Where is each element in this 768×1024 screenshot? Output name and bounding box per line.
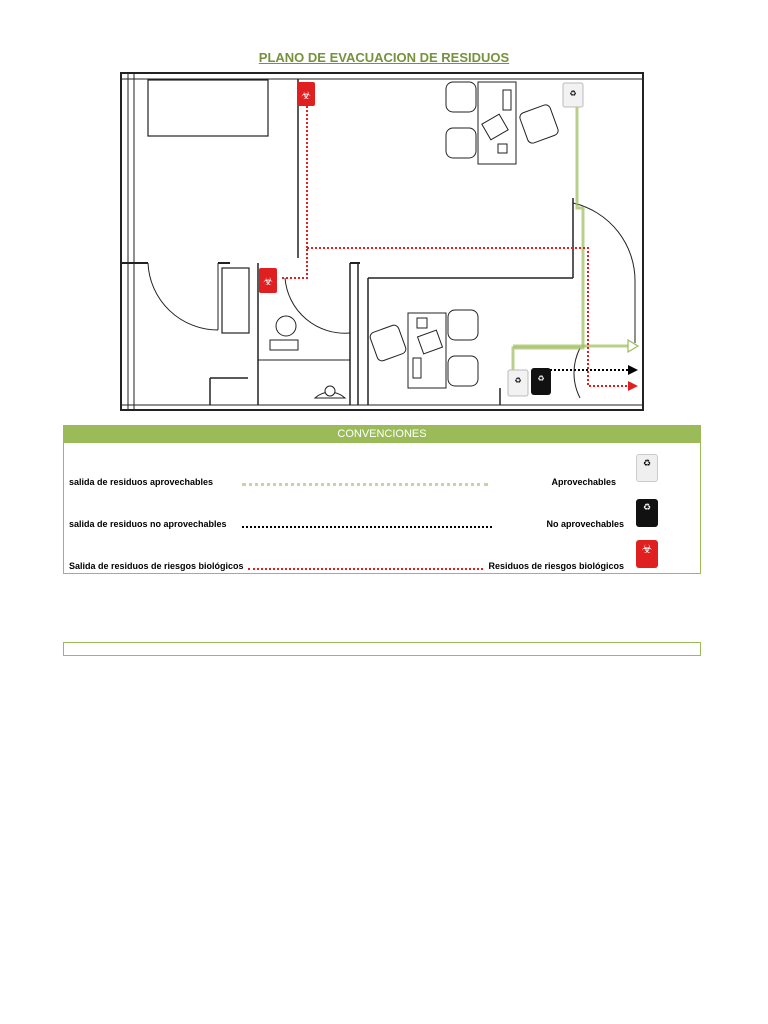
biohazard-bin-red-icon: ☣: [636, 540, 658, 568]
route-line-green: [242, 483, 488, 486]
legend-row-aprovechables: salida de residuos aprovechables Aprovec…: [64, 454, 700, 504]
svg-text:☣: ☣: [263, 275, 273, 288]
route-label: salida de residuos no aprovechables: [69, 519, 227, 529]
page-title: PLANO DE EVACUACION DE RESIDUOS: [258, 50, 510, 65]
legend-row-no-aprovechables: salida de residuos no aprovechables No a…: [64, 499, 700, 548]
empty-box: [63, 642, 701, 656]
svg-text:♻: ♻: [514, 376, 521, 385]
bin-label: No aprovechables: [546, 519, 624, 529]
bin-label: Aprovechables: [551, 477, 616, 487]
route-line-red: [248, 568, 483, 570]
biohazard-bin-icon: [297, 82, 315, 106]
recycle-bin-black-icon: [531, 368, 551, 395]
legend-table: CONVENCIONES salida de residuos aprovech…: [63, 425, 701, 574]
svg-text:♻: ♻: [569, 89, 576, 98]
route-line-black: [242, 526, 492, 528]
biohazard-bin-icon: [259, 268, 277, 293]
legend-row-riesgos-biologicos: Salida de residuos de riesgos biológicos…: [64, 540, 700, 591]
floor-plan: ☣ ☣ ♻ ♻ ♻: [120, 72, 644, 411]
recycle-bin-white-icon: [507, 369, 529, 397]
svg-text:☣: ☣: [301, 89, 311, 102]
route-label: Salida de residuos de riesgos biológicos: [69, 561, 244, 571]
legend-header: CONVENCIONES: [64, 426, 700, 443]
route-label: salida de residuos aprovechables: [69, 477, 214, 487]
recycle-bin-white-icon: ♻: [636, 454, 658, 482]
bin-label: Residuos de riesgos biológicos: [488, 561, 624, 571]
recycle-bin-white-icon: [562, 82, 584, 108]
svg-text:♻: ♻: [537, 374, 544, 383]
recycle-bin-black-icon: ♻: [636, 499, 658, 527]
